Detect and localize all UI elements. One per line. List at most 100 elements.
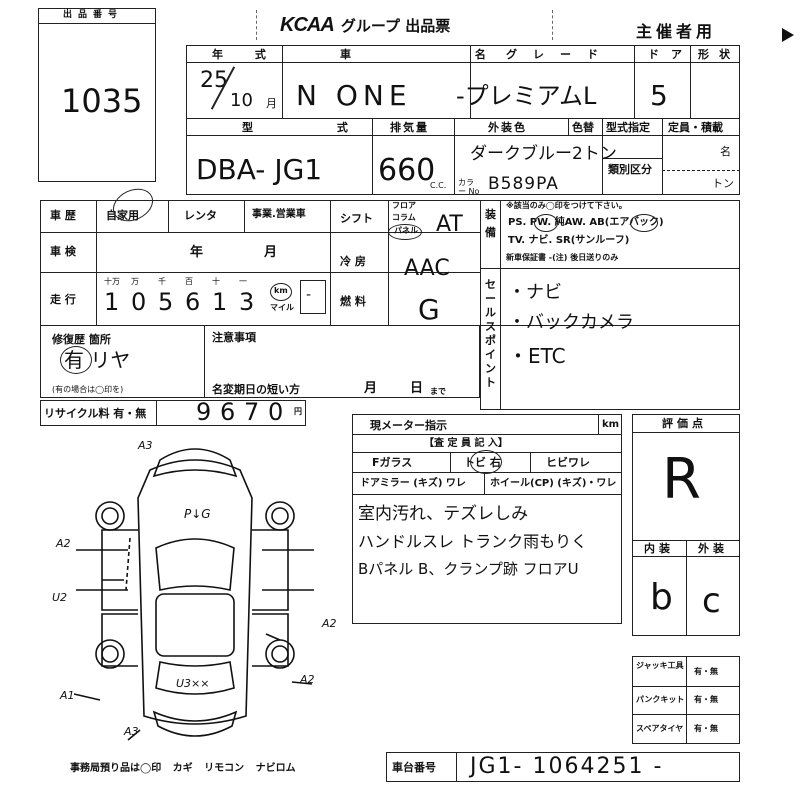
persons-unit: 名 (720, 145, 731, 158)
inspector-comment-3: Bパネル B、クランプ跡 フロアU (358, 560, 579, 578)
inspection-section (352, 414, 622, 624)
grade-label: グレード (506, 48, 614, 61)
tons-unit: トン (712, 177, 734, 190)
history-option-private[interactable]: 自家用 (106, 209, 139, 222)
damage-a3-bottom: A3 (124, 725, 139, 738)
color-number-label: カラー No (458, 178, 480, 196)
mileage-label: 走 行 (50, 293, 76, 306)
kcaa-logo: KCAA (280, 14, 335, 36)
history-option-business[interactable]: 事業.営業車 (252, 209, 306, 220)
model-name-value: N ONE (296, 79, 412, 112)
damage-u3: U3×× (176, 677, 210, 690)
mileage-digit-5: 3 (239, 288, 255, 316)
inspection-year: 年 (190, 245, 204, 260)
grade-value: -プレミアムL (456, 82, 597, 110)
mileage-unit-3: 百 (185, 277, 193, 286)
lot-number-label: 出品番号 (63, 10, 124, 20)
meter-label: 現メーター指示 (370, 419, 447, 432)
damage-a1: A1 (60, 689, 75, 702)
recycle-digit-1: 6 (220, 398, 236, 426)
mileage-digit-1: 0 (131, 288, 147, 316)
inspection-label: 車 検 (50, 245, 76, 258)
displacement-value: 660 (378, 153, 436, 188)
exterior-color-label: 外装色 (488, 121, 527, 134)
mileage-unit-2: 千 (158, 277, 166, 286)
class-label: 類別区分 (608, 163, 652, 176)
rating-label: 評価点 (662, 417, 707, 430)
mileage-unit-0: 十万 (104, 277, 120, 286)
organizer-copy-label: 主催者用 (636, 22, 717, 41)
tool-spare-tire-label: スペアタイヤ (636, 724, 684, 733)
km-circle (270, 283, 292, 301)
history-option-rental[interactable]: レンタ (184, 209, 217, 222)
glass-crack: ヒビワレ (546, 456, 590, 469)
repair-notes-section (40, 326, 480, 398)
sales-point-box (480, 268, 740, 410)
document-header: KCAA グループ 出品票 (280, 14, 450, 38)
damage-u2: U2 (52, 591, 68, 604)
repair-note: (有の場合は◯印を) (52, 385, 124, 394)
doors-label: ドア (648, 48, 694, 61)
exterior-grade: c (702, 581, 721, 621)
exterior-label: 外装 (698, 542, 728, 555)
name-change-day: 日 (410, 381, 424, 396)
interior-label: 内装 (644, 542, 674, 555)
displacement-label: 排気量 (390, 121, 429, 134)
model-type-label: 型 式 (242, 121, 388, 134)
ac-label: 冷 房 (340, 255, 366, 268)
mileage-digit-2: 5 (158, 288, 174, 316)
equipment-note: ※該当のみ◯印をつけて下さい。 (506, 201, 627, 210)
damage-a2-right2: A2 (300, 673, 315, 686)
tool-jack-label: ジャッキ工具 (636, 661, 684, 670)
damage-a3-top: A3 (138, 439, 153, 452)
office-note: 事務局預り品は◯印 カギ リモコン ナビロム (70, 763, 296, 774)
body-shape-label: 形状 (698, 48, 740, 61)
mileage-km: km (274, 286, 288, 295)
chassis-section (386, 752, 740, 782)
doors-value: 5 (650, 79, 668, 112)
recycle-box (40, 400, 306, 426)
model-designation-label: 型式指定 (606, 121, 650, 134)
sales-point-2: ・バックカメラ (508, 312, 634, 333)
mileage-unit-5: 一 (239, 277, 247, 286)
sales-point-label: セールスポイント (485, 278, 496, 389)
tool-jack-options: 有・無 (694, 667, 718, 676)
cc-unit: C.C. (430, 181, 447, 190)
sales-point-3: ・ETC (508, 344, 566, 368)
damage-a2-left: A2 (56, 537, 71, 550)
history-section (40, 200, 740, 326)
repair-history-value: 有 リヤ (64, 348, 131, 372)
mileage-digit-0: 1 (104, 288, 120, 316)
recycle-digit-3: 0 (268, 398, 284, 426)
corner-pointer-icon (782, 28, 794, 42)
shift-floor[interactable]: フロア (392, 201, 416, 210)
tool-repair-kit-label: パンクキット (636, 695, 685, 704)
inspector-comment-1: 室内汚れ、テズレしみ (358, 504, 529, 524)
inspector-comment-2: ハンドルスレ トランク雨もりく (358, 532, 588, 551)
mileage-unit-1: 万 (131, 277, 139, 286)
ac-value: AAC (404, 256, 450, 281)
equipment-label: 装備 (485, 208, 496, 239)
exterior-color-value: ダークブルー2トン (470, 144, 617, 164)
recycle-digit-0: 9 (196, 398, 212, 426)
shift-value: AT (436, 212, 463, 237)
name-change-until: まで (430, 387, 446, 396)
fuel-value: G (418, 293, 440, 326)
inspector-header: 【査 定 員 記 入】 (424, 438, 508, 449)
damage-a2-right1: A2 (322, 617, 337, 630)
vehicle-diagram (73, 448, 314, 741)
shift-column[interactable]: コラム (392, 213, 416, 222)
mileage-digit-3: 6 (185, 288, 201, 316)
recycle-label: リサイクル料 有・無 (44, 407, 147, 420)
meter-unit: km (602, 419, 620, 430)
glass-chip-circle (470, 450, 502, 474)
lot-number-box: 出品番号 1035 (38, 8, 156, 182)
mirror-label: ドアミラー (キズ) ワレ (360, 478, 466, 489)
equipment-line1: PS. PW. 純AW. AB(エアバック) (508, 217, 664, 228)
vehicle-info-section (186, 45, 740, 195)
pw-circle (534, 214, 558, 232)
name-change-month: 月 (364, 381, 378, 396)
chassis-value: JG1- 1064251 - (470, 754, 664, 779)
equipment-line2: TV. ナビ. SR(サンルーフ) (508, 235, 630, 246)
notes-label: 注意事項 (212, 331, 256, 344)
